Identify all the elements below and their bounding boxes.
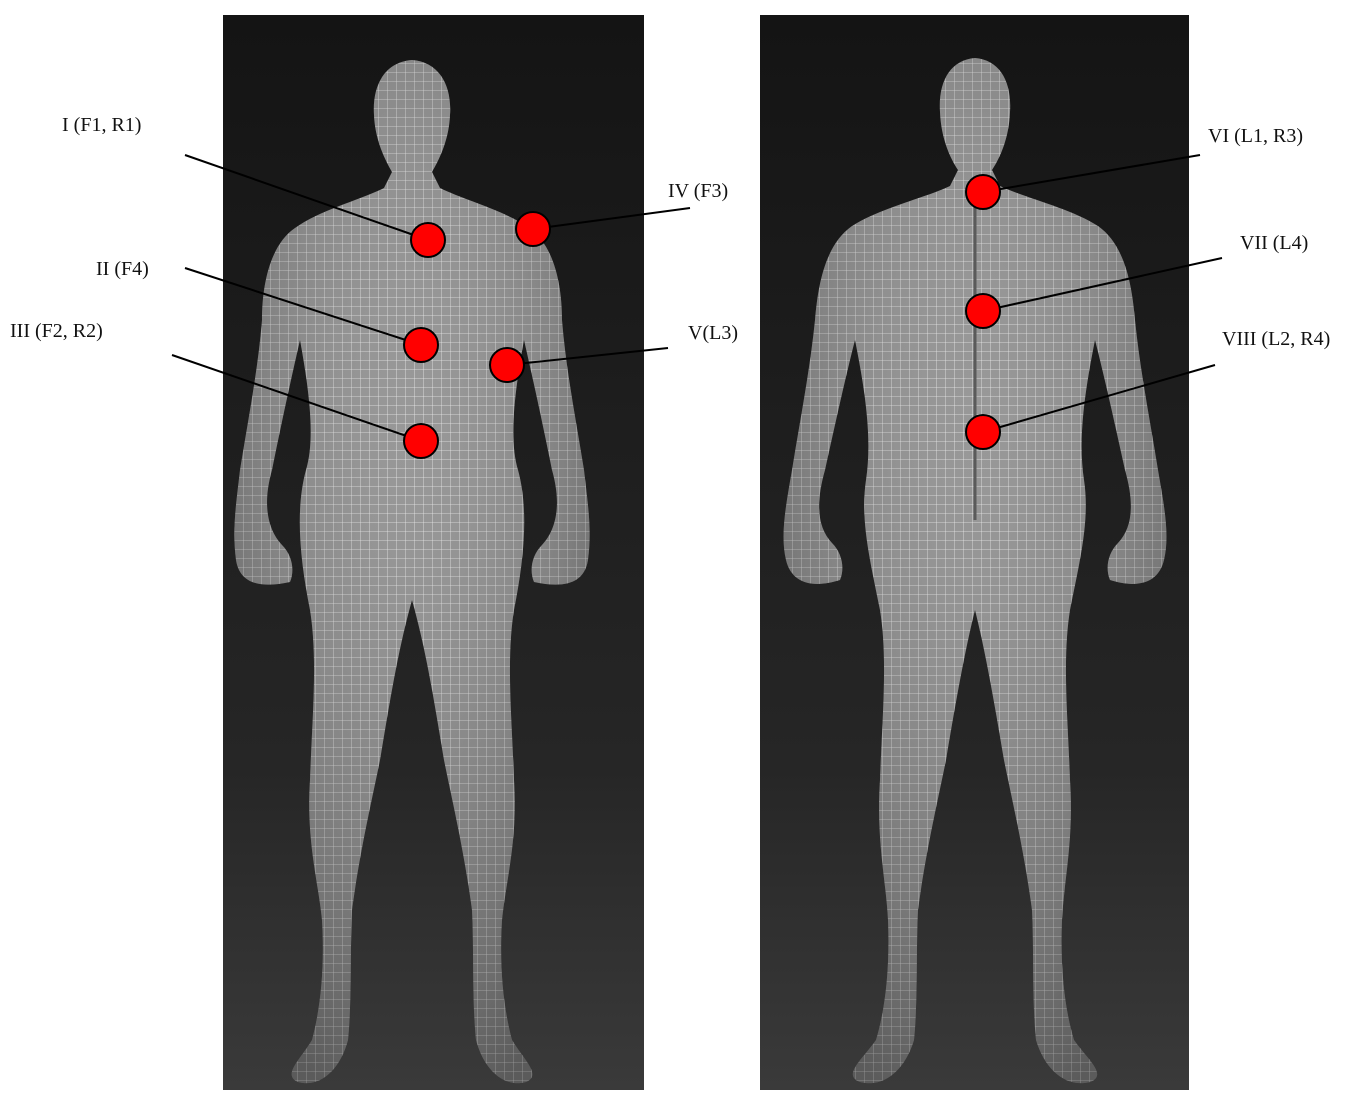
marker-dot-II xyxy=(404,328,438,362)
marker-label-V: V(L3) xyxy=(688,322,738,344)
marker-dot-VIII xyxy=(966,415,1000,449)
marker-label-I: I (F1, R1) xyxy=(62,114,141,136)
marker-label-VIII: VIII (L2, R4) xyxy=(1222,328,1330,350)
marker-label-II: II (F4) xyxy=(96,258,149,280)
marker-label-VII: VII (L4) xyxy=(1240,232,1308,254)
marker-dot-VI xyxy=(966,175,1000,209)
marker-dot-IV xyxy=(516,212,550,246)
marker-dot-III xyxy=(404,424,438,458)
marker-label-VI: VI (L1, R3) xyxy=(1208,125,1303,147)
marker-dot-VII xyxy=(966,294,1000,328)
marker-label-IV: IV (F3) xyxy=(668,180,728,202)
marker-label-III: III (F2, R2) xyxy=(10,320,103,342)
marker-dot-I xyxy=(411,223,445,257)
marker-dot-V xyxy=(490,348,524,382)
